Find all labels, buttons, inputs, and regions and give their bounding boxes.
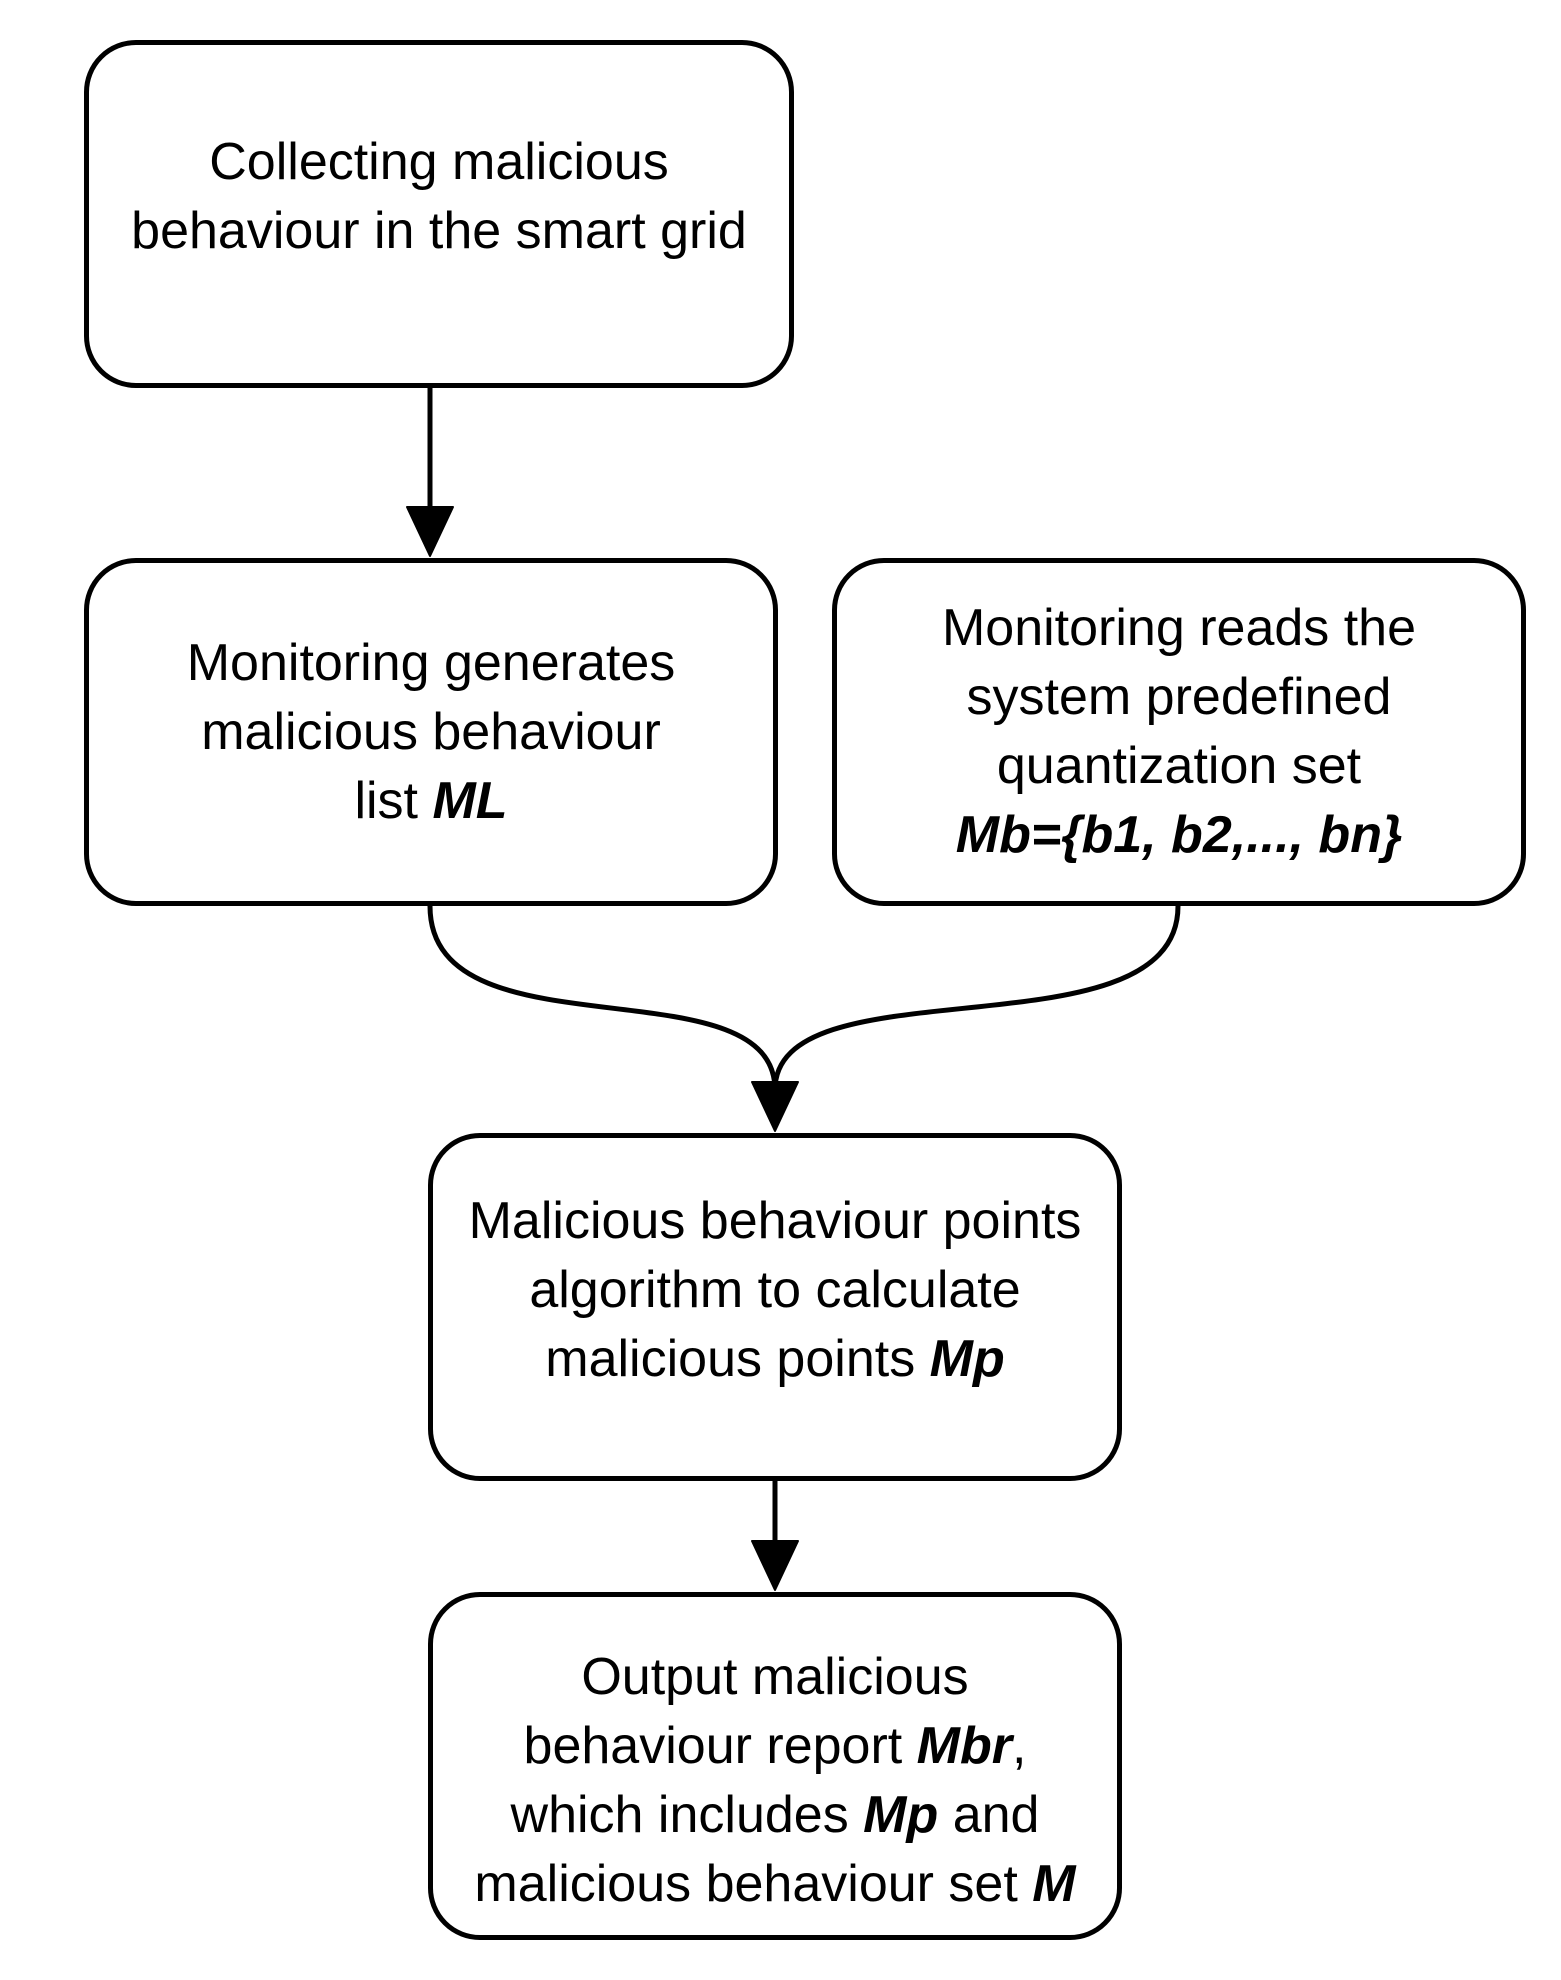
arrowhead-into-generate [406,506,454,557]
node-points-line-1: Malicious behaviour points [468,1191,1082,1250]
node-collect-line-1: Collecting malicious [209,133,669,191]
arrowhead-into-points [751,1081,799,1132]
node-output-line-2: behaviour report Mbr, [524,1712,1027,1781]
node-generate-line-3: list ML [354,767,507,836]
variable-mp: Mp [929,1329,1005,1388]
node-output-line-2-text: behaviour report [523,1717,917,1775]
node-reads-line-3: quantization set [996,737,1362,795]
node-output-line-4: malicious behaviour set M [474,1850,1075,1919]
node-output-line-4-text: malicious behaviour set [474,1855,1033,1913]
node-points-line-3-text: malicious points [545,1329,930,1388]
variable-ml: ML [432,771,508,830]
node-points-line-2: algorithm to calculate [529,1260,1021,1319]
node-output-line-3: which includes Mp and [511,1781,1040,1850]
node-generate-line-2: malicious behaviour [201,702,661,761]
node-monitoring-generates-list: Monitoring generates malicious behaviour… [84,558,778,906]
node-generate-line-1: Monitoring generates [186,633,676,692]
node-points-line-3: malicious points Mp [545,1325,1004,1394]
node-generate-line-3-text: list [354,771,433,830]
node-output-line-1: Output malicious [581,1648,969,1706]
node-collect-malicious-behaviour: Collecting malicious behaviour in the sm… [84,40,794,388]
node-output-line-2-suffix: , [1012,1717,1027,1775]
node-output-report: Output malicious behaviour report Mbr, w… [428,1592,1122,1940]
node-output-line-3-suffix: and [938,1786,1040,1844]
variable-mb-set: Mb={b1, b2,..., bn} [955,806,1403,864]
node-malicious-points-algorithm: Malicious behaviour points algorithm to … [428,1133,1122,1481]
node-reads-line-1: Monitoring reads the [941,599,1417,657]
node-reads-line-2: system predefined [966,668,1392,726]
variable-mbr: Mbr [916,1717,1012,1775]
node-output-line-3-text: which includes [510,1786,864,1844]
edge-reads-to-points [772,905,1181,1091]
arrowhead-into-output [751,1540,799,1591]
variable-m: M [1032,1855,1076,1913]
variable-mp-output: Mp [863,1786,939,1844]
edge-generate-to-points [427,905,778,1091]
node-collect-line-2: behaviour in the smart grid [131,202,747,260]
node-monitoring-reads-quantization-set: Monitoring reads the system predefined q… [832,558,1526,906]
